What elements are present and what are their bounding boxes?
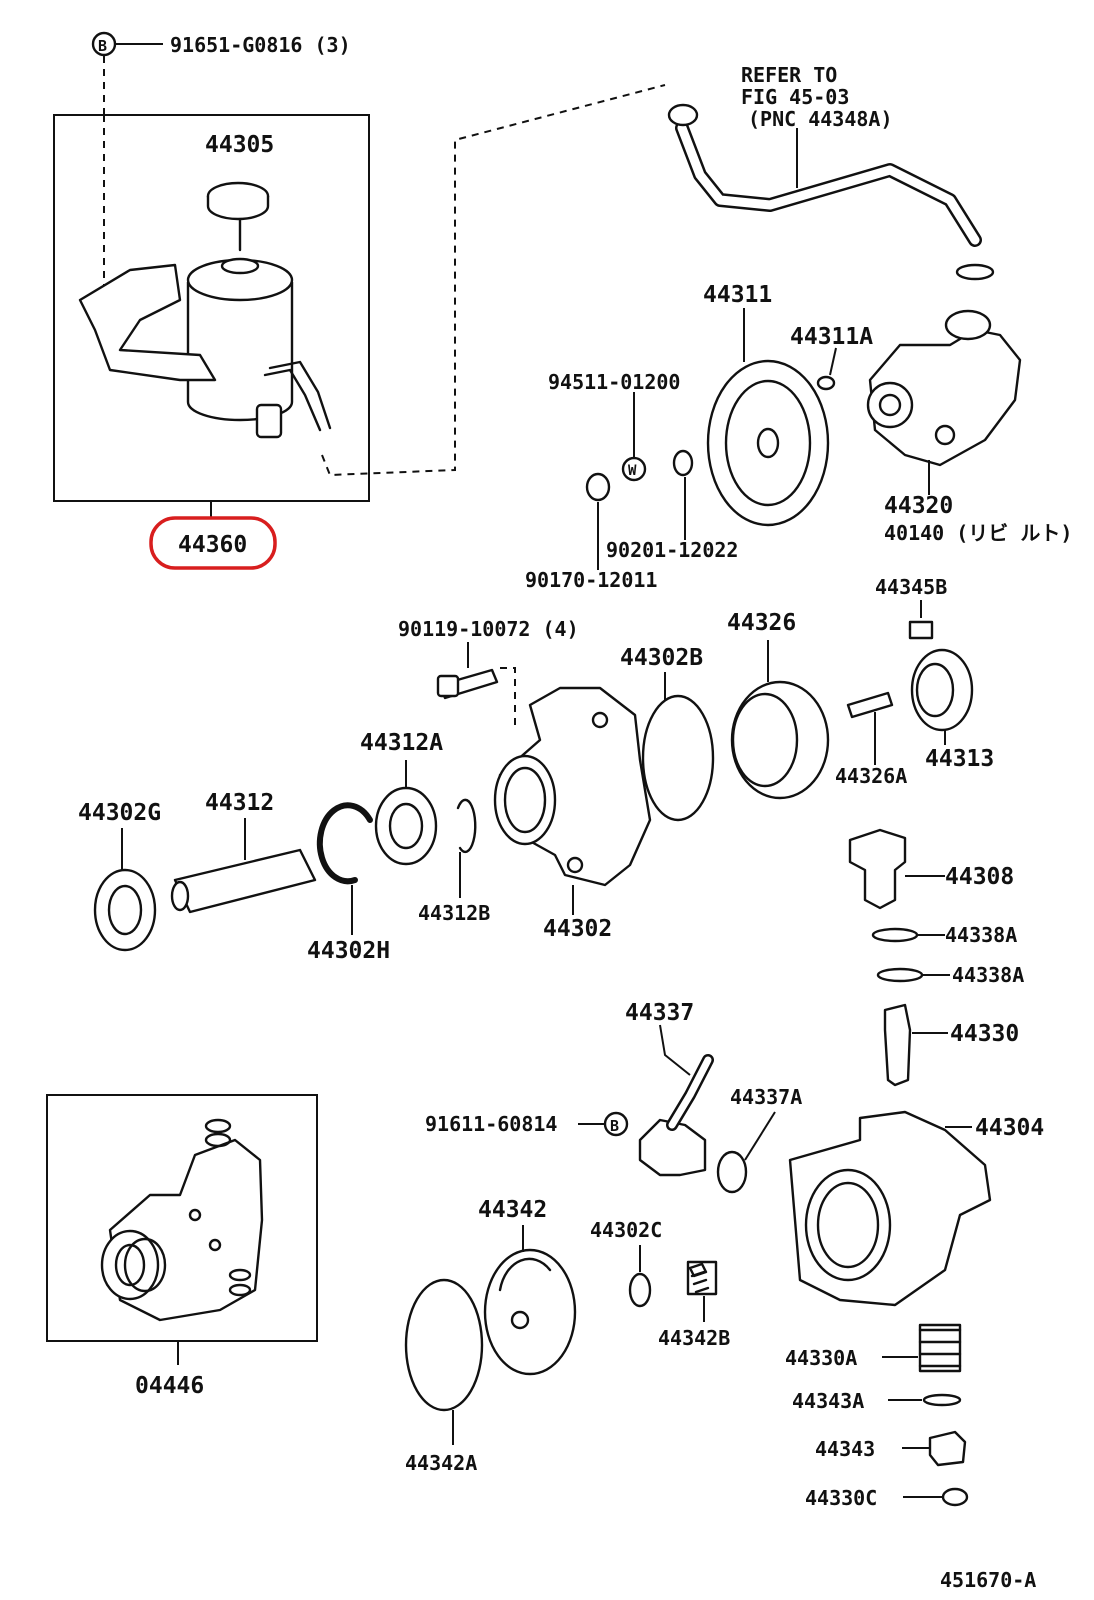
label-44312A: 44312A [360, 730, 443, 756]
label-44330C: 44330C [805, 1486, 877, 1510]
snap-ring-44312B [456, 798, 477, 898]
o-ring-44302C [628, 1245, 652, 1308]
reservoir-hose-dashed-link [321, 84, 666, 477]
label-44320: 44320 [884, 493, 953, 519]
label-44311: 44311 [703, 282, 772, 308]
shaft-44312 [170, 818, 317, 914]
reservoir-drawing [78, 181, 332, 439]
refer-line-2: FIG 45-03 [741, 85, 849, 109]
label-44345B: 44345B [875, 575, 947, 599]
label-44342A: 44342A [405, 1451, 477, 1475]
label-44302G: 44302G [78, 800, 161, 826]
label-94511: 94511-01200 [548, 370, 680, 394]
label-44302H: 44302H [307, 938, 390, 964]
label-44337A: 44337A [730, 1085, 802, 1109]
label-44311A: 44311A [790, 324, 873, 350]
valve-44330 [883, 1003, 948, 1087]
label-44302C: 44302C [590, 1218, 662, 1242]
side-plate-44342 [483, 1225, 577, 1376]
bolt-symbol-b-top: B [91, 31, 163, 290]
label-44312B: 44312B [418, 901, 490, 925]
vane-44345B [908, 600, 934, 640]
plug-44343 [902, 1430, 967, 1467]
bolt-symbol-b-mid: B [578, 1111, 629, 1137]
snap-ring-44302H [316, 802, 373, 935]
rotor-44313 [910, 648, 974, 745]
label-44337: 44337 [625, 1000, 694, 1026]
washer-w: W [621, 392, 647, 482]
label-44330: 44330 [950, 1021, 1019, 1047]
svg-text:B: B [610, 1117, 619, 1135]
label-44326A: 44326A [835, 764, 907, 788]
figure-id: 451670-A [940, 1568, 1036, 1592]
o-ring-44338A-lower [876, 967, 950, 983]
label-44313: 44313 [925, 746, 994, 772]
pump-assembly-drawing [866, 309, 1022, 495]
label-44330A: 44330A [785, 1346, 857, 1370]
pin-44326A [846, 691, 894, 765]
refer-line-1: REFER TO [741, 63, 837, 87]
label-90201: 90201-12022 [606, 538, 738, 562]
label-44304: 44304 [975, 1115, 1044, 1141]
o-ring-44302B [641, 672, 715, 822]
label-91611: 91611-60814 [425, 1112, 557, 1136]
label-44312: 44312 [205, 790, 274, 816]
ring-44330C [903, 1487, 969, 1507]
label-04446: 04446 [135, 1373, 204, 1399]
label-44342B: 44342B [658, 1326, 730, 1350]
o-ring-44338A-upper [871, 927, 945, 943]
woodruff-key-44311A [816, 347, 837, 391]
refer-line-3: (PNC 44348A) [748, 107, 893, 131]
oil-seal-44302G [93, 828, 157, 952]
label-44343: 44343 [815, 1437, 875, 1461]
pulley-drawing [706, 308, 830, 527]
o-ring-44342A [404, 1278, 484, 1445]
gasket-kit-box [46, 1094, 318, 1365]
o-ring-44343A [888, 1393, 962, 1407]
label-44302B: 44302B [620, 645, 703, 671]
label-44343A: 44343A [792, 1389, 864, 1413]
label-44326: 44326 [727, 610, 796, 636]
bolt-90119 [436, 642, 516, 730]
label-90170: 90170-12011 [525, 568, 657, 592]
svg-text:W: W [628, 463, 637, 479]
washer-90201 [672, 449, 694, 540]
svg-text:B: B [98, 37, 107, 55]
fitting-44308 [848, 828, 945, 910]
o-ring-44337A [716, 1111, 776, 1194]
cam-ring-44326 [730, 640, 830, 800]
label-44308: 44308 [945, 864, 1014, 890]
label-91651: 91651-G0816 (3) [170, 33, 351, 57]
label-44360: 44360 [178, 532, 247, 558]
label-44338A-1: 44338A [945, 923, 1017, 947]
label-44342: 44342 [478, 1197, 547, 1223]
label-44305: 44305 [205, 132, 274, 158]
suction-pipe-44337 [638, 1024, 714, 1177]
spring-44330A [882, 1323, 962, 1373]
label-40140: 40140 (リビ ルト) [884, 521, 1072, 545]
label-44338A-2: 44338A [952, 963, 1024, 987]
bearing-44312A [374, 760, 438, 866]
highlight-44360 [149, 516, 277, 570]
reservoir-assembly-box [53, 114, 370, 570]
label-90119: 90119-10072 (4) [398, 617, 579, 641]
spring-44342B [686, 1260, 718, 1322]
pump-housing-44302 [493, 686, 652, 915]
front-cover-44304 [788, 1110, 992, 1307]
nut-90170 [585, 472, 611, 570]
return-hose-drawing [667, 103, 995, 281]
label-44302: 44302 [543, 916, 612, 942]
